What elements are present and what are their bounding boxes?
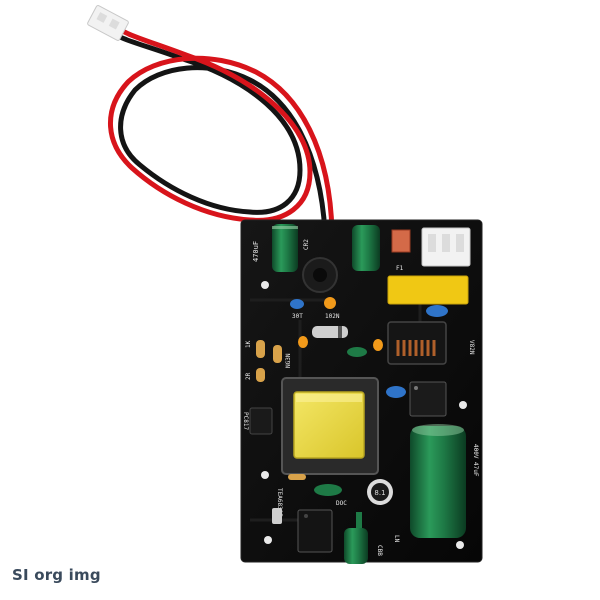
label-doc: DOC bbox=[336, 500, 347, 507]
optocoupler: PC817 bbox=[242, 407, 273, 435]
label-cbb: CBB bbox=[376, 545, 383, 556]
label-opto: PC817 bbox=[242, 412, 249, 430]
small-components-bottom-left bbox=[272, 474, 306, 524]
wire-loop bbox=[105, 23, 335, 235]
resistors-left: 1K 2R NG3N bbox=[245, 336, 383, 382]
label-r3: NG3N bbox=[285, 353, 292, 368]
label-r1: 1K bbox=[245, 340, 252, 348]
label-r2: 2R bbox=[245, 372, 252, 380]
label-cap-big: 400V 47uF bbox=[472, 444, 479, 477]
transformer bbox=[281, 377, 379, 475]
inductor-top bbox=[302, 257, 338, 293]
common-mode-choke bbox=[387, 321, 447, 365]
label-cap-left: 470uF bbox=[252, 241, 260, 262]
fuse: F1 bbox=[391, 229, 411, 272]
capacitor-top-right bbox=[352, 225, 380, 271]
label-ic: TEA6830P bbox=[276, 488, 283, 517]
wire-connector bbox=[87, 5, 129, 41]
label-cap-left-code: CR2 bbox=[303, 239, 310, 250]
label-varistor: V82N bbox=[468, 340, 475, 355]
ic-chip: TEA6830P DOC bbox=[276, 488, 347, 553]
diode-axial bbox=[312, 326, 348, 338]
capacitor-large: 400V 47uF bbox=[410, 424, 479, 538]
label-ln: LN bbox=[393, 535, 400, 543]
small-capacitors-mid bbox=[314, 347, 406, 496]
bridge-rectifier bbox=[409, 381, 447, 417]
watermark-text: SI org img bbox=[12, 566, 101, 584]
capacitor-470uf: 470uF CR2 bbox=[252, 224, 310, 272]
board-logo: 8.1 bbox=[367, 479, 393, 505]
capacitor-bottom: LN CBB bbox=[344, 512, 400, 564]
power-connector bbox=[421, 227, 471, 267]
film-capacitor bbox=[387, 275, 469, 305]
logo-text: 8.1 bbox=[374, 489, 385, 497]
label-fuse: F1 bbox=[396, 265, 404, 272]
label-d2: 102N bbox=[325, 313, 340, 320]
ceramic-capacitors: 30T 102N V82N bbox=[290, 297, 475, 355]
label-d1: 30T bbox=[292, 313, 303, 320]
